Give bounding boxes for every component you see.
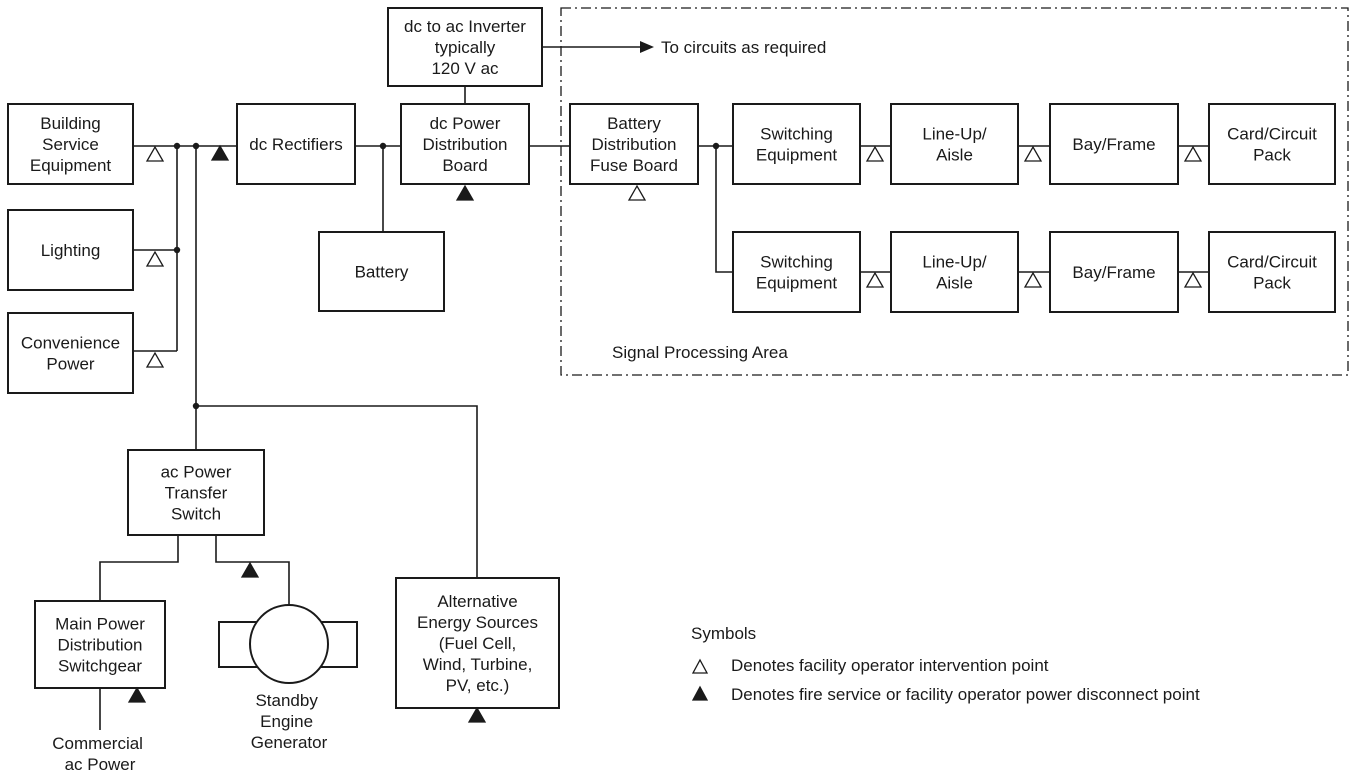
operator-intervention-point-icon [1183,271,1203,288]
bay-frame-box-1: Bay/Frame [1049,103,1179,185]
legend: Symbols Denotes facility operator interv… [691,624,1200,704]
legend-open-symbol-text: Denotes facility operator intervention p… [731,656,1049,675]
arrow-head-icon [640,41,654,53]
legend-title: Symbols [691,624,756,643]
solid-triangle-icon [691,685,709,701]
line-up-aisle-label-1: Line-Up/Aisle [922,125,987,165]
operator-intervention-point-icon [865,145,885,162]
power-disconnect-point-icon [455,184,475,201]
dc-rectifiers-box: dc Rectifiers [236,103,356,185]
signal-processing-area-boundary [560,7,1349,376]
operator-intervention-point-icon [627,184,647,201]
operator-intervention-point-icon [145,145,165,162]
commercial-ac-power-label: Commercial ac Power [52,734,147,774]
lighting-label: Lighting [41,241,101,260]
battery-label: Battery [355,263,409,282]
line-up-aisle-label-2: Line-Up/Aisle [922,253,987,293]
dc-rectifiers-label: dc Rectifiers [249,135,343,154]
legend-solid-symbol-text: Denotes fire service or facility operato… [731,685,1200,704]
intervention-markers [127,144,1203,723]
power-disconnect-point-icon [240,561,260,578]
bay-frame-label-2: Bay/Frame [1072,263,1155,282]
lighting-box: Lighting [7,209,134,291]
to-circuits-label: To circuits as required [661,38,826,57]
bay-frame-box-2: Bay/Frame [1049,231,1179,313]
power-disconnect-point-icon [210,144,230,161]
wiring [99,46,1209,730]
power-disconnect-point-icon [127,686,147,703]
signal-processing-area-label: Signal Processing Area [612,343,788,362]
operator-intervention-point-icon [1183,145,1203,162]
power-disconnect-point-icon [467,706,487,723]
operator-intervention-point-icon [1023,145,1043,162]
bay-frame-label-1: Bay/Frame [1072,135,1155,154]
operator-intervention-point-icon [145,250,165,267]
operator-intervention-point-icon [1023,271,1043,288]
standby-generator-label: Standby Engine Generator [251,691,328,752]
standby-generator-icon [218,604,358,684]
line-up-aisle-box-1: Line-Up/Aisle [890,103,1019,185]
junction-dots [173,142,720,410]
battery-box: Battery [318,231,445,312]
line-up-aisle-box-2: Line-Up/Aisle [890,231,1019,313]
operator-intervention-point-icon [145,351,165,368]
open-triangle-icon [691,658,709,674]
operator-intervention-point-icon [865,271,885,288]
